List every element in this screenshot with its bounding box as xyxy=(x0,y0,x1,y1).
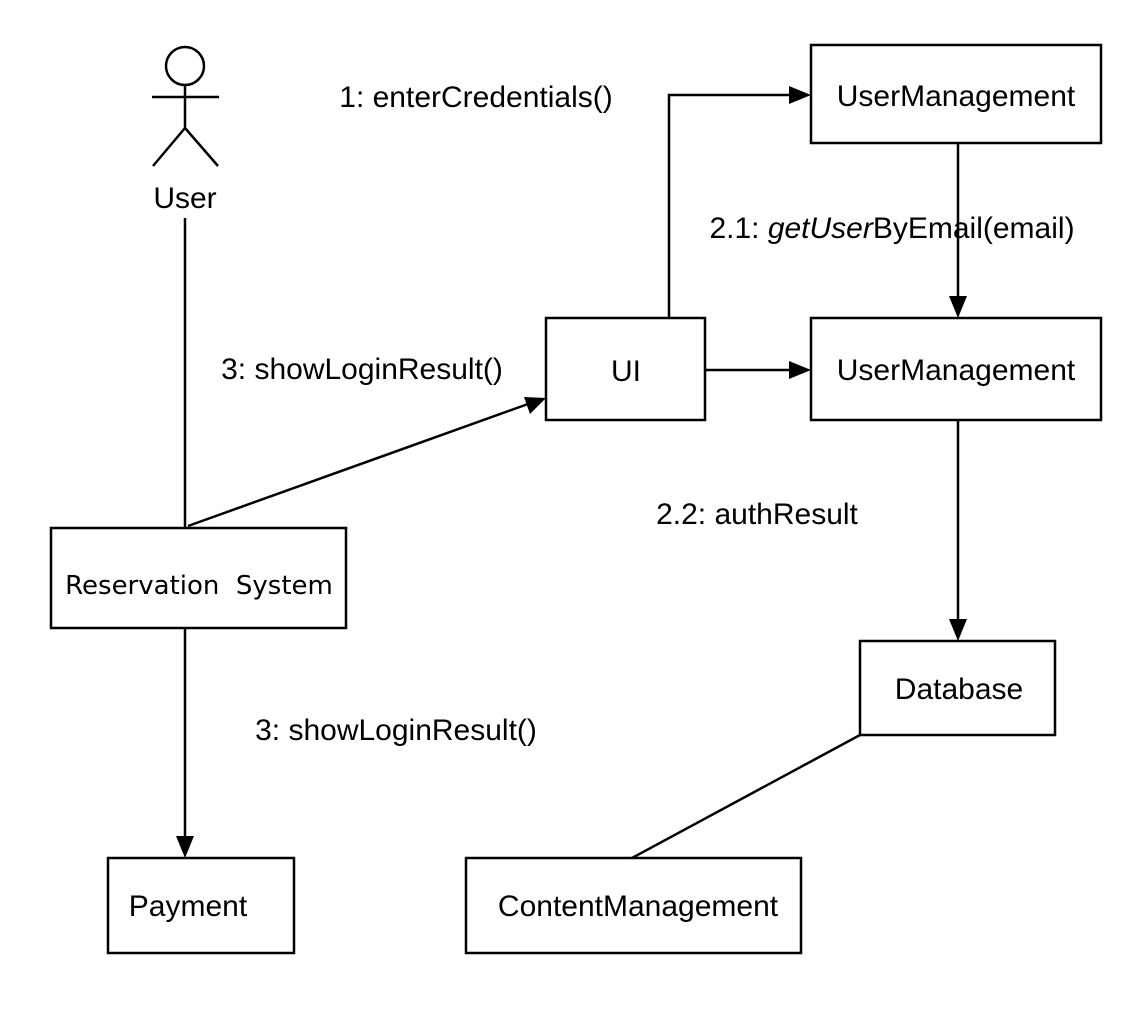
object-usermanagement-top: UserManagement xyxy=(809,43,1103,145)
arrowhead-to-ui xyxy=(524,397,546,414)
object-payment: Payment xyxy=(106,856,296,955)
database-box xyxy=(858,639,1057,737)
actor-head xyxy=(164,45,206,87)
payment-label: Payment xyxy=(129,890,248,923)
object-contentmanagement: ContentManagement xyxy=(464,856,803,955)
object-reservation-system: Reservation System xyxy=(49,526,348,630)
ui-label: UI xyxy=(611,355,641,388)
message-get-user-by-email: 2.1: getUserByEmail(email) xyxy=(709,212,1074,245)
arrowhead-to-usermgmt-mid-down xyxy=(949,296,967,318)
usermanagement-top-box xyxy=(809,43,1103,145)
object-database: Database xyxy=(858,639,1057,737)
message-show-login-result-lower: 3: showLoginResult() xyxy=(255,714,537,747)
arrowhead-to-database xyxy=(949,619,967,641)
arrowhead-to-usermgmt-mid xyxy=(789,361,811,379)
object-usermanagement-mid: UserManagement xyxy=(809,316,1103,422)
user-actor xyxy=(152,45,219,167)
actor-name: User xyxy=(153,182,216,215)
arrowhead-to-usermgmt-top xyxy=(789,86,811,104)
link-reservation-ui xyxy=(187,402,529,528)
message-auth-result: 2.2: authResult xyxy=(656,498,858,531)
ui-box xyxy=(544,316,707,422)
object-ui: UI xyxy=(544,316,707,422)
arrowhead-to-payment xyxy=(176,836,194,858)
message-get-user-prefix: 2.1: xyxy=(709,212,767,245)
usermanagement-mid-box xyxy=(809,316,1103,422)
usermanagement-mid-label: UserManagement xyxy=(837,354,1076,387)
link-ui-usermgmt-top xyxy=(667,93,793,318)
usermanagement-top-label: UserManagement xyxy=(837,80,1076,113)
message-get-user-italic: getUser xyxy=(768,212,874,245)
actor-left-leg xyxy=(152,127,186,167)
contentmanagement-label: ContentManagement xyxy=(498,890,779,923)
contentmanagement-box xyxy=(464,856,803,955)
message-get-user-suffix: ByEmail(email) xyxy=(873,212,1075,245)
reservation-system-box xyxy=(49,526,348,630)
payment-box xyxy=(106,856,296,955)
message-show-login-result-upper: 3: showLoginResult() xyxy=(221,353,503,386)
reservation-system-label: Reservation System xyxy=(65,571,333,601)
actor-right-leg xyxy=(184,127,219,167)
database-label: Database xyxy=(895,673,1023,706)
message-enter-credentials: 1: enterCredentials() xyxy=(339,81,612,114)
link-database-content xyxy=(631,733,861,860)
